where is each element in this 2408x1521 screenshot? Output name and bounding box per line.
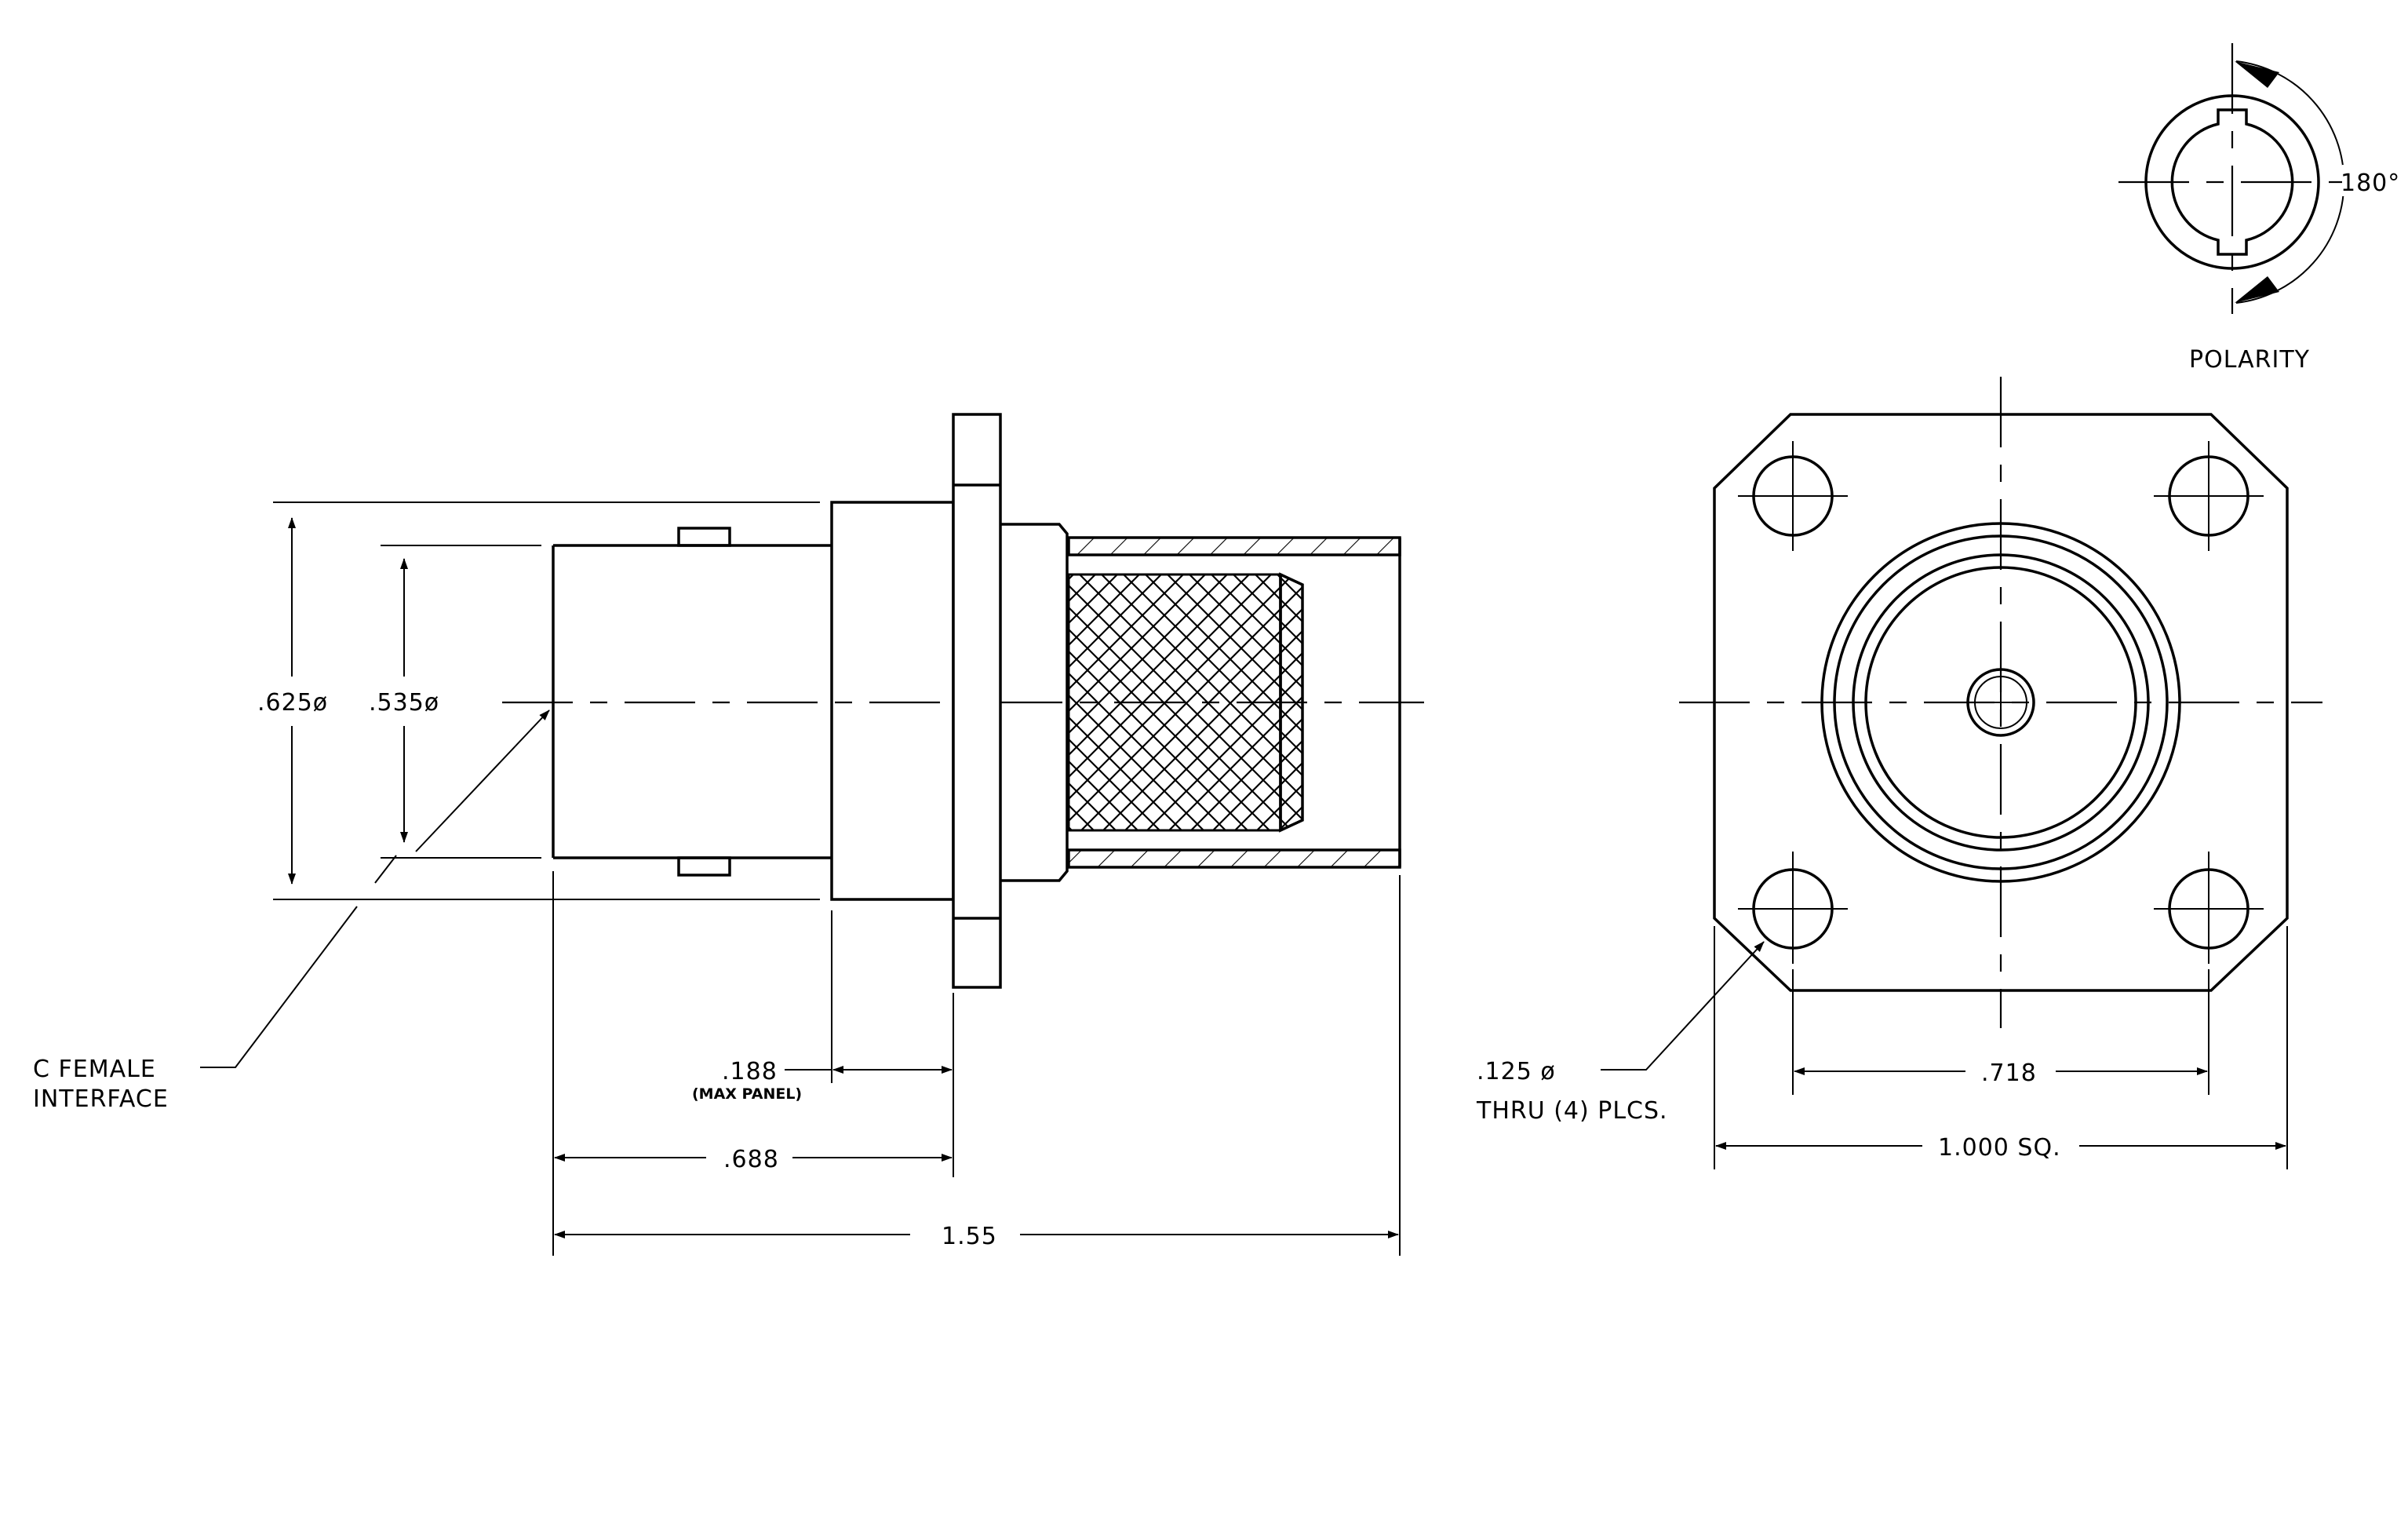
mounting-hole-tl bbox=[1738, 441, 1848, 551]
bayonet-lug-bottom bbox=[677, 856, 731, 877]
front-view bbox=[1679, 377, 2322, 1028]
leader-interface-arrow bbox=[415, 709, 550, 852]
interface-label-1: C FEMALE bbox=[33, 1056, 156, 1083]
dim-718-label: .718 bbox=[1981, 1060, 2037, 1087]
bayonet-lug-top bbox=[677, 527, 731, 547]
arrow-head-bottom bbox=[2235, 276, 2279, 303]
ring-4 bbox=[1864, 566, 2137, 839]
center-contact bbox=[1966, 668, 2035, 737]
arrow-head-top bbox=[2235, 61, 2279, 88]
side-dimensions: .625ø .535ø C FEMALE INTERFACE .188 (MAX… bbox=[33, 502, 1401, 1256]
flange-side bbox=[952, 413, 1002, 989]
mounting-hole-tr bbox=[2154, 441, 2264, 551]
front-dimensions: .125 ø THRU (4) PLCS. .718 1.000 SQ. bbox=[1476, 926, 2288, 1169]
rear-shoulder bbox=[1000, 523, 1069, 882]
hole-note: THRU (4) PLCS. bbox=[1476, 1097, 1668, 1125]
center-contact-inner bbox=[1974, 676, 2027, 729]
ring-2 bbox=[1833, 534, 2169, 870]
leader-interface-lower bbox=[200, 906, 358, 1068]
knurled-nut bbox=[1067, 573, 1304, 832]
mounting-hole-bl bbox=[1738, 852, 1848, 964]
polarity-outer-circle bbox=[2144, 94, 2320, 270]
ring-outer bbox=[1820, 522, 2181, 883]
body-section bbox=[830, 501, 955, 901]
panel-note: (MAX PANEL) bbox=[692, 1085, 802, 1103]
dim-188-label: .188 bbox=[722, 1058, 778, 1085]
shell-hatch-bottom bbox=[1069, 850, 1400, 867]
mounting-hole-br bbox=[2154, 852, 2264, 964]
interface-label-2: INTERFACE bbox=[33, 1085, 169, 1113]
polarity-angle: 180° bbox=[2341, 170, 2400, 197]
shell-hatch-top bbox=[1069, 538, 1400, 555]
side-view bbox=[502, 413, 1424, 989]
dim-625-label: .625ø bbox=[257, 689, 328, 717]
angle-label-bg bbox=[2342, 165, 2385, 196]
flange-front bbox=[1713, 413, 2289, 992]
ring-3 bbox=[1852, 553, 2150, 852]
polarity-view: 180° POLARITY bbox=[2118, 43, 2400, 374]
polarity-label: POLARITY bbox=[2189, 346, 2310, 374]
hole-dim-label: .125 ø bbox=[1477, 1058, 1556, 1085]
polarity-keyed-circle bbox=[2170, 108, 2294, 256]
leader-hole bbox=[1601, 941, 1765, 1071]
dim-535-label: .535ø bbox=[369, 689, 439, 717]
dim-688-label: .688 bbox=[723, 1146, 779, 1173]
leader-interface-gap bbox=[374, 855, 397, 884]
dim-155-label: 1.55 bbox=[942, 1223, 997, 1250]
dim-1000-label: 1.000 SQ. bbox=[1938, 1134, 2061, 1162]
